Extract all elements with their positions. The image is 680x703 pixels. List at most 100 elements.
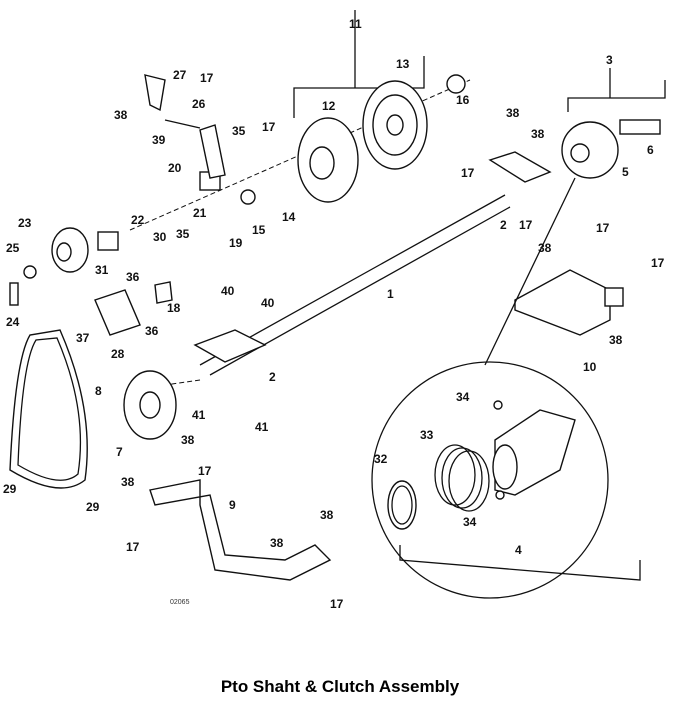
label-17: 17 — [461, 166, 475, 180]
label-25: 25 — [6, 241, 20, 255]
bracket-11 — [293, 56, 425, 118]
bracket-4 — [399, 545, 641, 581]
label-31: 31 — [95, 263, 109, 277]
label-17: 17 — [126, 540, 140, 554]
label-6: 6 — [647, 143, 654, 157]
detail-yoke-4 — [492, 409, 576, 496]
label-36: 36 — [145, 324, 159, 338]
label-19: 19 — [229, 236, 243, 250]
label-23: 23 — [18, 216, 32, 230]
pulley-7 — [123, 370, 177, 440]
label-38: 38 — [531, 127, 545, 141]
spring-33 — [434, 444, 490, 512]
part-labels: 11 13 16 3 12 38 38 6 5 27 17 26 38 39 2… — [3, 17, 665, 611]
label-38: 38 — [538, 241, 552, 255]
bracket-27 — [144, 74, 166, 112]
label-9: 9 — [229, 498, 236, 512]
label-38: 38 — [609, 333, 623, 347]
label-14: 14 — [282, 210, 296, 224]
label-20: 20 — [168, 161, 182, 175]
label-41: 41 — [255, 420, 269, 434]
label-32: 32 — [374, 452, 388, 466]
label-21: 21 — [193, 206, 207, 220]
label-17: 17 — [262, 120, 276, 134]
label-2: 2 — [500, 218, 507, 232]
label-40: 40 — [221, 284, 235, 298]
label-17: 17 — [519, 218, 533, 232]
ring-32-inner — [391, 485, 413, 525]
label-38: 38 — [270, 536, 284, 550]
label-17: 17 — [651, 256, 665, 270]
bracket-3 — [567, 80, 666, 112]
label-3: 3 — [606, 53, 613, 67]
label-38: 38 — [121, 475, 135, 489]
label-7: 7 — [116, 445, 123, 459]
label-39: 39 — [152, 133, 166, 147]
label-38: 38 — [114, 108, 128, 122]
label-2: 2 — [269, 370, 276, 384]
label-10: 10 — [583, 360, 597, 374]
ring-32 — [387, 480, 417, 530]
bearing-2-lower — [193, 329, 267, 363]
label-35: 35 — [176, 227, 190, 241]
key-18 — [154, 281, 173, 304]
bracket-28 — [94, 289, 141, 336]
label-29: 29 — [86, 500, 100, 514]
washer-25 — [23, 265, 37, 279]
label-41: 41 — [192, 408, 206, 422]
label-17: 17 — [198, 464, 212, 478]
ball-34-top — [493, 400, 503, 410]
spacer-31 — [97, 231, 119, 251]
label-13: 13 — [396, 57, 410, 71]
bracket-9 — [149, 479, 332, 581]
label-36: 36 — [126, 270, 140, 284]
label-38: 38 — [320, 508, 334, 522]
label-26: 26 — [192, 97, 206, 111]
label-34: 34 — [463, 515, 477, 529]
label-15: 15 — [252, 223, 266, 237]
idler-arm-20 — [199, 124, 226, 179]
label-11: 11 — [349, 17, 362, 31]
label-12: 12 — [322, 99, 336, 113]
label-17: 17 — [200, 71, 214, 85]
bearing-2-upper — [488, 151, 552, 183]
block-10 — [604, 287, 624, 307]
clutch-12 — [297, 117, 359, 203]
pulley-23 — [51, 227, 89, 273]
belt-29-inner — [17, 337, 82, 481]
bolt-24 — [9, 282, 19, 306]
spring-26 — [164, 119, 201, 129]
label-27: 27 — [173, 68, 187, 82]
label-38: 38 — [181, 433, 195, 447]
washer-14 — [240, 189, 256, 205]
belt-29 — [9, 329, 88, 489]
label-18: 18 — [167, 301, 181, 315]
label-33: 33 — [420, 428, 434, 442]
label-4: 4 — [515, 543, 522, 557]
label-24: 24 — [6, 315, 20, 329]
detail-circle — [371, 361, 609, 599]
label-29: 29 — [3, 482, 17, 496]
bracket-10 — [514, 269, 611, 336]
ball-34-bottom — [495, 490, 505, 500]
drawing-code: 02065 — [170, 599, 190, 606]
label-22: 22 — [131, 213, 145, 227]
label-37: 37 — [76, 331, 90, 345]
label-5: 5 — [622, 165, 629, 179]
label-34: 34 — [456, 390, 470, 404]
label-17: 17 — [596, 221, 610, 235]
label-1: 1 — [387, 287, 394, 301]
label-40: 40 — [261, 296, 275, 310]
pulley-13 — [362, 80, 428, 170]
label-8: 8 — [95, 384, 102, 398]
label-28: 28 — [111, 347, 125, 361]
diagram-caption: Pto Shaht & Clutch Assembly — [220, 677, 460, 696]
label-38: 38 — [506, 106, 520, 120]
label-35: 35 — [232, 124, 246, 138]
label-30: 30 — [153, 230, 167, 244]
bearing-16 — [446, 74, 466, 94]
callout-leader — [484, 177, 576, 366]
label-16: 16 — [456, 93, 470, 107]
label-17: 17 — [330, 597, 344, 611]
